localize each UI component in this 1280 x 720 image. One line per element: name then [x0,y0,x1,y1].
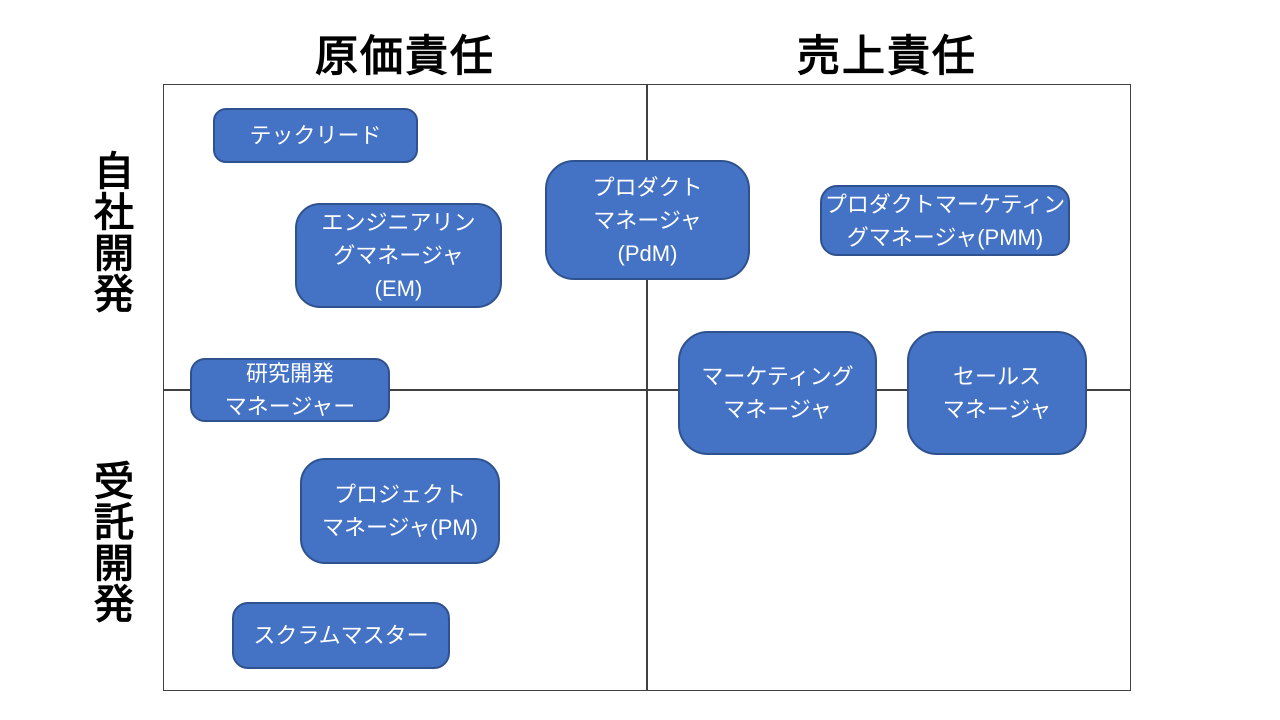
role-label: グマネージャ [333,243,464,268]
role-label: スクラムマスター [253,623,429,648]
role-label: 研究開発 [245,361,334,386]
role-box-product-marketing-manager: プロダクトマーケティングマネージャ(PMM) [820,185,1070,256]
axis-label-inhouse-development: 自社開発 [88,150,132,314]
role-box-marketing-manager: マーケティングマネージャ [678,331,877,455]
role-label: セールス [952,364,1041,389]
role-label: マーケティング [701,364,854,389]
role-box-scrum-master: スクラムマスター [232,602,450,669]
role-label: プロジェクト [333,482,466,507]
horizontal-divider [164,389,1130,391]
role-label: エンジニアリン [321,210,476,235]
role-box-engineering-manager: エンジニアリングマネージャ (EM) [295,203,502,308]
axis-label-cost-responsibility: 原価責任 [315,33,495,81]
role-label: プロダクト [592,174,703,200]
role-label: マネージャー [224,394,356,419]
role-label: マネージャ [593,207,702,233]
role-label: (EM) [374,276,423,301]
role-box-tech-lead: テックリード [213,108,418,163]
role-box-project-manager: プロジェクトマネージャ(PM) [300,458,500,564]
role-box-sales-manager: セールスマネージャ [907,331,1087,455]
role-label: グマネージャ(PMM) [846,224,1044,250]
role-label: マネージャ [942,397,1052,422]
role-box-rd-manager: 研究開発マネージャー [190,358,390,422]
matrix-frame [163,84,1131,691]
role-label: マネージャ [723,397,832,422]
role-label: (PdM) [617,240,678,266]
vertical-divider [646,85,648,690]
axis-label-revenue-responsibility: 売上責任 [797,33,977,81]
role-label: プロダクトマーケティン [824,191,1066,217]
role-box-product-manager: プロダクトマネージャ (PdM) [545,160,750,280]
axis-label-contract-development: 受託開発 [88,460,132,624]
role-label: マネージャ(PM) [321,515,479,540]
role-label: テックリード [249,123,382,148]
